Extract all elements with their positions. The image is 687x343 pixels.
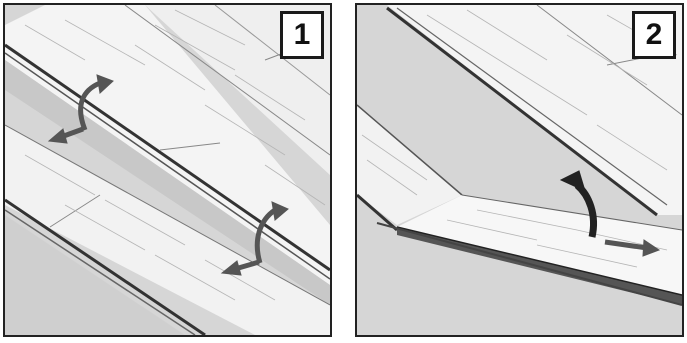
- curved-arrow-icon: [254, 201, 289, 264]
- curved-arrow-icon: [559, 170, 597, 238]
- straight-arrow-icon: [47, 126, 84, 144]
- joint-groove: [5, 60, 330, 305]
- left-plank: [357, 105, 462, 225]
- lifted-plank: [397, 195, 682, 295]
- lower-plank: [5, 125, 330, 335]
- step-2-panel: 2: [355, 3, 684, 337]
- straight-arrow-icon: [220, 259, 260, 276]
- step-number-badge: 1: [280, 11, 324, 59]
- upper-plank-top: [45, 5, 330, 175]
- step-1-panel: 1: [3, 3, 332, 337]
- curved-arrow-icon: [78, 74, 114, 131]
- step-1-illustration: [5, 5, 330, 335]
- step-number-badge: 2: [632, 11, 676, 59]
- step-2-illustration: [357, 5, 682, 306]
- straight-arrow-icon: [604, 239, 661, 257]
